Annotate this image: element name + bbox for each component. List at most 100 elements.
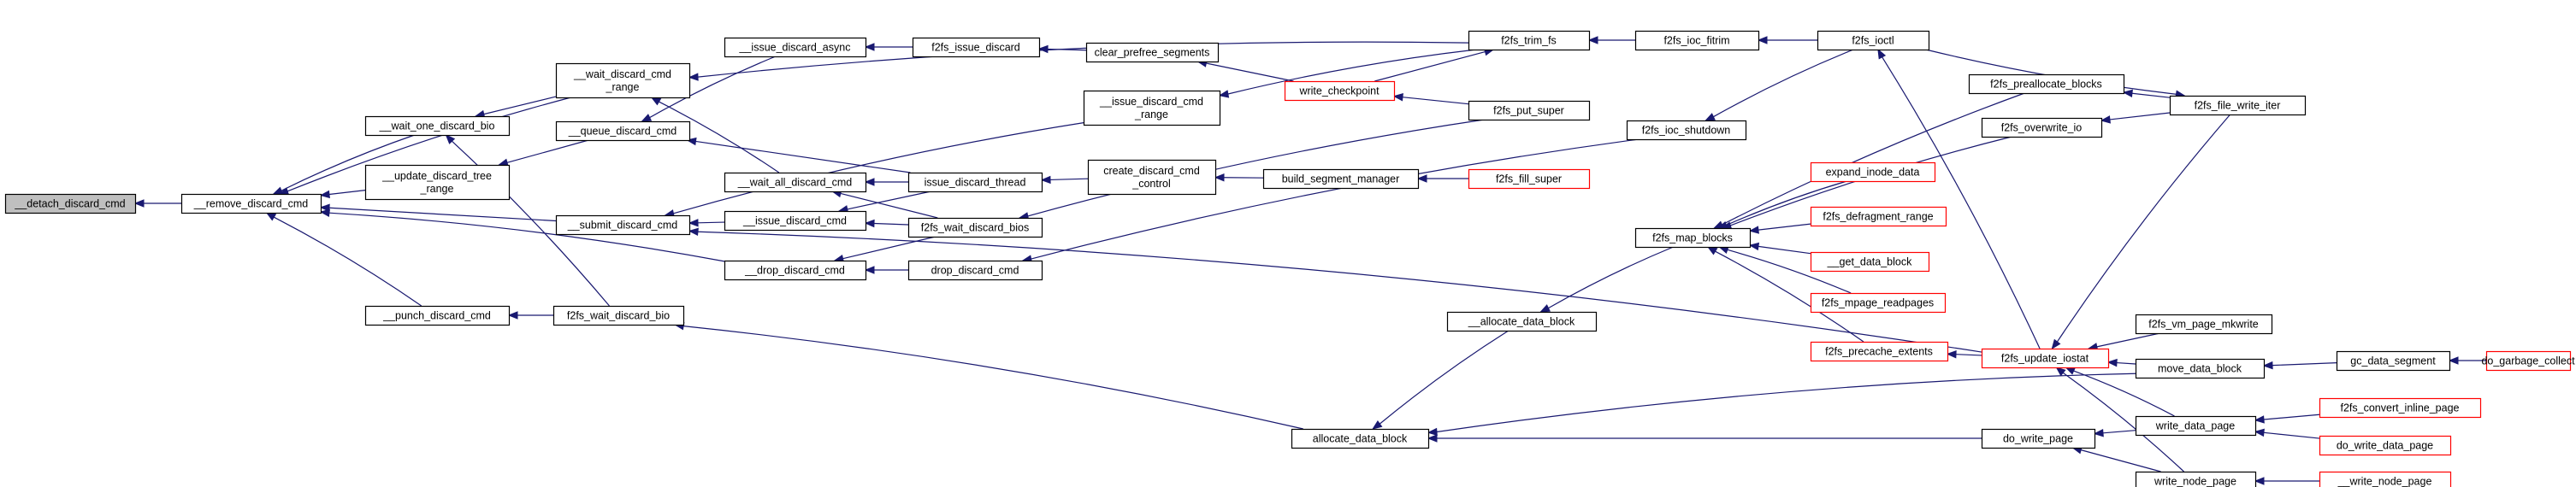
node-box — [1981, 348, 2110, 369]
node-allocate_data_block_int[interactable]: __allocate_data_block — [1446, 311, 1598, 332]
node-punch_discard_cmd[interactable]: __punch_discard_cmd — [364, 305, 511, 326]
node-do_write_data_page[interactable]: do_write_data_page — [2319, 435, 2452, 456]
node-box — [2319, 397, 2482, 419]
edge-write_node_page_int-to-write_node_page — [2254, 477, 2320, 485]
edge-f2fs_wait_discard_bio-to-punch_discard_cmd — [507, 311, 553, 320]
node-label: f2fs_file_write_iter — [2195, 100, 2281, 112]
node-drop_discard_cmd_int[interactable]: __drop_discard_cmd — [724, 260, 867, 281]
node-create_discard_cmd_control[interactable]: create_discard_cmd_control — [1087, 159, 1217, 196]
node-write_checkpoint[interactable]: write_checkpoint — [1284, 80, 1396, 102]
node-box — [2336, 350, 2451, 372]
node-build_segment_manager[interactable]: build_segment_manager — [1262, 168, 1420, 190]
node-issue_discard_thread[interactable]: issue_discard_thread — [907, 172, 1043, 193]
node-label: __punch_discard_cmd — [382, 310, 491, 322]
node-box — [912, 37, 1041, 58]
node-submit_discard_cmd[interactable]: __submit_discard_cmd — [555, 214, 691, 236]
node-gc_data_segment[interactable]: gc_data_segment — [2336, 350, 2451, 372]
node-box — [907, 260, 1043, 281]
node-f2fs_precache_extents[interactable]: f2fs_precache_extents — [1810, 341, 1949, 362]
node-get_data_block[interactable]: __get_data_block — [1810, 251, 1930, 273]
node-box — [1083, 90, 1221, 126]
node-label: f2fs_convert_inline_page — [2341, 402, 2460, 414]
node-issue_discard_async[interactable]: __issue_discard_async — [724, 37, 867, 58]
edge-f2fs_wait_discard_bio-to-wait_one_discard_bio — [445, 134, 610, 307]
node-issue_discard_cmd[interactable]: __issue_discard_cmd — [724, 210, 867, 232]
node-f2fs_defragment_range[interactable]: f2fs_defragment_range — [1810, 206, 1947, 227]
edge-f2fs_ioc_fitrim-to-f2fs_trim_fs — [1587, 36, 1635, 44]
node-f2fs_file_write_iter[interactable]: f2fs_file_write_iter — [2169, 95, 2307, 116]
edge-f2fs_trim_fs-to-wait_discard_cmd_range — [688, 41, 1469, 81]
node-f2fs_issue_discard[interactable]: f2fs_issue_discard — [912, 37, 1041, 58]
node-box — [1085, 42, 1220, 63]
node-label: _range — [420, 183, 454, 195]
node-f2fs_map_blocks[interactable]: f2fs_map_blocks — [1634, 227, 1752, 249]
node-label: __detach_discard_cmd — [14, 198, 125, 210]
node-box — [1634, 227, 1752, 249]
node-box — [2485, 350, 2572, 372]
node-label: __issue_discard_cmd — [742, 215, 847, 227]
node-f2fs_vm_page_mkwrite[interactable]: f2fs_vm_page_mkwrite — [2135, 314, 2273, 335]
node-label: __get_data_block — [1827, 256, 1912, 268]
edge-write_node_page-to-f2fs_update_iostat — [2055, 367, 2184, 472]
node-queue_discard_cmd[interactable]: __queue_discard_cmd — [555, 120, 691, 142]
node-wait_one_discard_bio[interactable]: __wait_one_discard_bio — [364, 115, 511, 137]
node-f2fs_ioc_shutdown[interactable]: f2fs_ioc_shutdown — [1626, 120, 1747, 141]
node-label: f2fs_ioc_shutdown — [1642, 125, 1731, 137]
node-f2fs_trim_fs[interactable]: f2fs_trim_fs — [1468, 30, 1591, 51]
node-wait_all_discard_cmd[interactable]: __wait_all_discard_cmd — [724, 172, 867, 193]
node-write_node_page[interactable]: write_node_page — [2135, 471, 2257, 487]
node-label: f2fs_fill_super — [1496, 173, 1562, 185]
node-label: f2fs_precache_extents — [1825, 346, 1933, 358]
node-issue_discard_cmd_range[interactable]: __issue_discard_cmd_range — [1083, 90, 1221, 126]
node-remove_discard_cmd[interactable]: __remove_discard_cmd — [180, 193, 322, 214]
node-update_discard_tree_range[interactable]: __update_discard_tree_range — [364, 164, 511, 201]
node-box — [1981, 117, 2103, 138]
node-f2fs_ioctl[interactable]: f2fs_ioctl — [1817, 30, 1930, 51]
node-expand_inode_data[interactable]: expand_inode_data — [1810, 161, 1936, 183]
node-box — [2169, 95, 2307, 116]
node-label: __write_node_page — [2337, 476, 2432, 487]
node-f2fs_convert_inline_page[interactable]: f2fs_convert_inline_page — [2319, 397, 2482, 419]
node-f2fs_put_super[interactable]: f2fs_put_super — [1468, 100, 1591, 121]
node-f2fs_fill_super[interactable]: f2fs_fill_super — [1468, 168, 1591, 190]
node-f2fs_mpage_readpages[interactable]: f2fs_mpage_readpages — [1810, 292, 1947, 314]
node-f2fs_wait_discard_bios[interactable]: f2fs_wait_discard_bios — [907, 217, 1043, 238]
node-label: __update_discard_tree — [381, 170, 492, 182]
node-label: drop_discard_cmd — [931, 265, 1019, 277]
node-label: clear_prefree_segments — [1095, 47, 1210, 59]
node-write_node_page_int[interactable]: __write_node_page — [2319, 471, 2452, 487]
edge-f2fs_convert_inline_page-to-write_data_page — [2254, 414, 2320, 424]
node-box — [724, 260, 867, 281]
node-label: write_node_page — [2154, 476, 2236, 487]
node-clear_prefree_segments[interactable]: clear_prefree_segments — [1085, 42, 1220, 63]
node-label: gc_data_segment — [2350, 355, 2436, 367]
node-box — [364, 164, 511, 201]
node-do_write_page[interactable]: do_write_page — [1981, 428, 2096, 449]
node-detach_discard_cmd[interactable]: __detach_discard_cmd — [4, 193, 137, 214]
node-label: write_data_page — [2155, 420, 2235, 432]
node-drop_discard_cmd[interactable]: drop_discard_cmd — [907, 260, 1043, 281]
node-write_data_page[interactable]: write_data_page — [2135, 415, 2257, 437]
node-box — [724, 210, 867, 232]
node-f2fs_overwrite_io[interactable]: f2fs_overwrite_io — [1981, 117, 2103, 138]
edge-f2fs_ioctl-to-f2fs_ioc_fitrim — [1757, 36, 1817, 44]
node-move_data_block[interactable]: move_data_block — [2135, 358, 2266, 379]
node-box — [555, 62, 691, 99]
node-box — [1468, 30, 1591, 51]
node-label: __submit_discard_cmd — [567, 220, 678, 232]
node-do_garbage_collect[interactable]: do_garbage_collect — [2481, 350, 2575, 372]
node-box — [1626, 120, 1747, 141]
node-label: f2fs_ioctl — [1852, 35, 1894, 47]
node-wait_discard_cmd_range[interactable]: __wait_discard_cmd_range — [555, 62, 691, 99]
edge-f2fs_vm_page_mkwrite-to-f2fs_update_iostat — [2087, 332, 2160, 351]
node-f2fs_wait_discard_bio[interactable]: f2fs_wait_discard_bio — [552, 305, 685, 326]
node-f2fs_ioc_fitrim[interactable]: f2fs_ioc_fitrim — [1634, 30, 1760, 51]
node-box — [907, 172, 1043, 193]
node-label: __drop_discard_cmd — [744, 265, 845, 277]
edge-f2fs_file_write_iter-to-f2fs_update_iostat — [2051, 114, 2231, 350]
node-f2fs_update_iostat[interactable]: f2fs_update_iostat — [1981, 348, 2110, 369]
node-f2fs_preallocate_blocks[interactable]: f2fs_preallocate_blocks — [1968, 73, 2125, 95]
node-allocate_data_block[interactable]: allocate_data_block — [1291, 428, 1430, 449]
edge-f2fs_wait_discard_bios-to-issue_discard_cmd — [864, 219, 909, 228]
